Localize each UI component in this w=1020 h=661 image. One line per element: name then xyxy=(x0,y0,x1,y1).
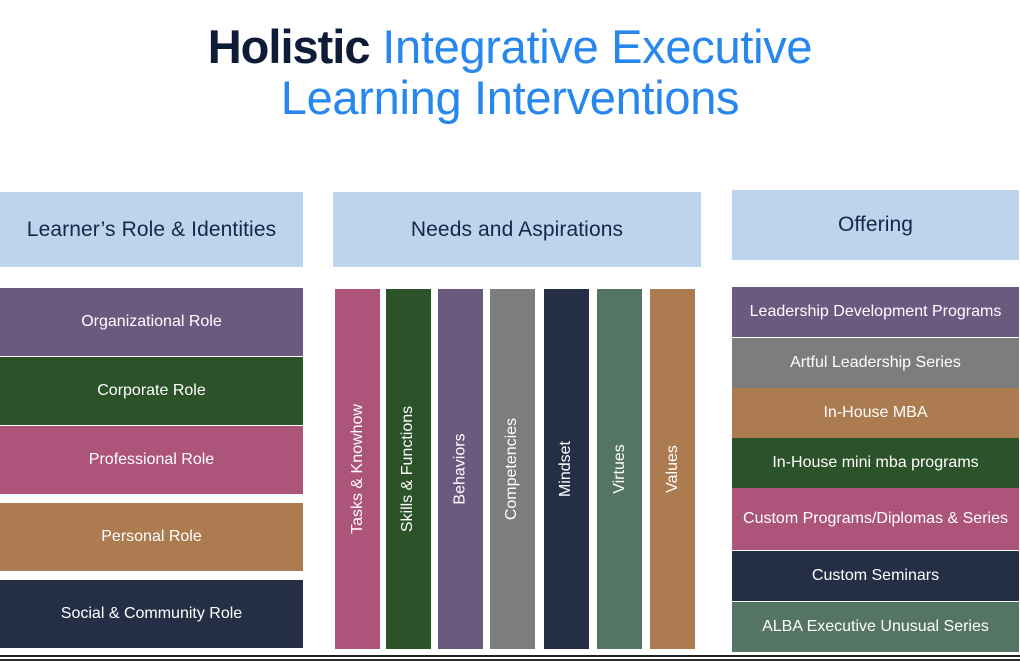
center-bar-skills-functions[interactable]: Skills & Functions xyxy=(386,289,431,649)
center-bar-mindset[interactable]: Mindset xyxy=(544,289,589,649)
right-bar-artful-leadership-series[interactable]: Artful Leadership Series xyxy=(732,338,1019,388)
center-bar-label: Skills & Functions xyxy=(399,405,417,533)
center-bar-label: Mindset xyxy=(557,440,575,498)
page-title: Holistic Integrative Executive Learning … xyxy=(0,20,1020,124)
center-bar-tasks-knowhow[interactable]: Tasks & Knowhow xyxy=(335,289,380,649)
center-bar-competencies[interactable]: Competencies xyxy=(490,289,535,649)
right-bar-in-house-mba[interactable]: In-House MBA xyxy=(732,388,1019,438)
center-bar-label: Behaviors xyxy=(451,433,469,505)
title-line-1: Holistic Integrative Executive xyxy=(0,20,1020,73)
left-bar-personal-role[interactable]: Personal Role xyxy=(0,503,303,571)
column-header-offering: Offering xyxy=(732,190,1019,260)
column-header-needs-aspirations: Needs and Aspirations xyxy=(333,192,701,267)
center-bar-label: Competencies xyxy=(503,417,521,521)
left-bar-professional-role[interactable]: Professional Role xyxy=(0,426,303,494)
right-bar-in-house-mini-mba-programs[interactable]: In-House mini mba programs xyxy=(732,438,1019,488)
bottom-divider-secondary xyxy=(0,659,1020,661)
center-bar-values[interactable]: Values xyxy=(650,289,695,649)
center-bar-label: Values xyxy=(663,445,681,493)
title-line-1-rest: Integrative Executive xyxy=(382,20,813,73)
left-bar-organizational-role[interactable]: Organizational Role xyxy=(0,288,303,356)
center-bar-label: Virtues xyxy=(610,444,628,494)
right-bar-custom-seminars[interactable]: Custom Seminars xyxy=(732,551,1019,601)
left-bar-corporate-role[interactable]: Corporate Role xyxy=(0,357,303,425)
right-bar-custom-programs-diplomas-series[interactable]: Custom Programs/Diplomas & Series xyxy=(732,488,1019,550)
center-bar-label: Tasks & Knowhow xyxy=(348,404,366,534)
title-line-2: Learning Interventions xyxy=(280,70,740,124)
center-bar-virtues[interactable]: Virtues xyxy=(597,289,642,649)
right-bar-alba-executive-unusual-series[interactable]: ALBA Executive Unusual Series xyxy=(732,602,1019,652)
column-header-learner-role: Learner’s Role & Identities xyxy=(0,192,303,267)
right-bar-leadership-development-programs[interactable]: Leadership Development Programs xyxy=(732,287,1019,337)
center-bar-behaviors[interactable]: Behaviors xyxy=(438,289,483,649)
bottom-divider xyxy=(0,655,1020,657)
left-bar-social-community-role[interactable]: Social & Community Role xyxy=(0,580,303,648)
title-emphasis: Holistic xyxy=(207,20,371,73)
